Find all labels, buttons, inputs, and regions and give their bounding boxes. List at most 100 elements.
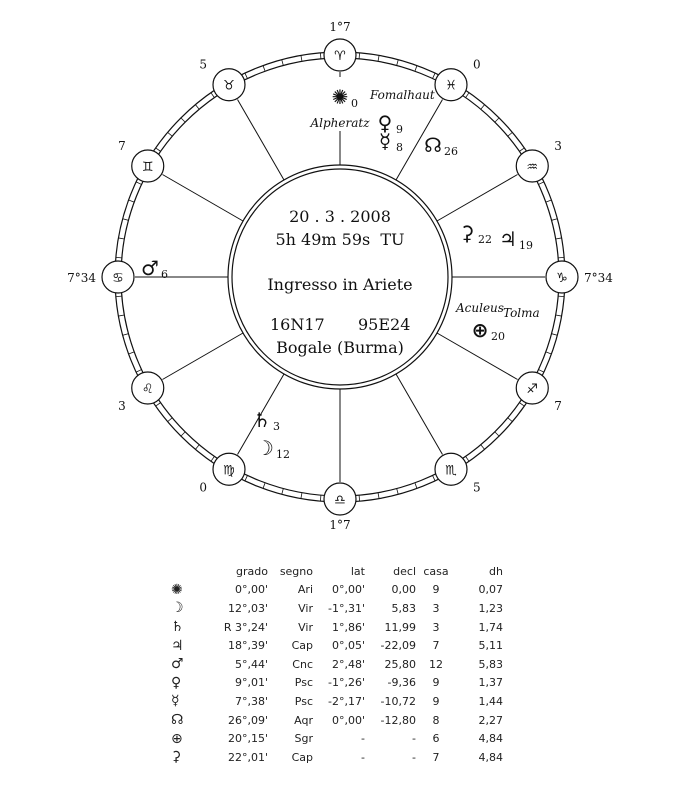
ring-tick xyxy=(281,488,284,495)
table-header-row: grado segno lat decl casa dh xyxy=(165,562,503,581)
ring-tick xyxy=(465,456,470,462)
ring-tick xyxy=(300,55,303,62)
ring-tick xyxy=(128,199,135,203)
ring-tick xyxy=(519,402,525,407)
star-alpheratz: Alpheratz xyxy=(309,116,370,130)
chart-event: Ingresso in Ariete xyxy=(267,275,412,294)
lat-cell: -1°,31' xyxy=(328,601,365,615)
jupiter-degree: 19 xyxy=(519,239,533,252)
ring-tick xyxy=(319,52,322,59)
ring-tick xyxy=(507,417,513,422)
lat-cell: 1°,86' xyxy=(331,620,365,634)
ring-tick xyxy=(135,181,142,185)
cusp-label: 3 xyxy=(118,399,126,413)
sign-aquarius: ♒3 xyxy=(515,139,562,183)
house-spoke xyxy=(395,373,443,455)
grado-cell: 0°,00' xyxy=(234,583,268,597)
cusp-label: 0 xyxy=(473,58,481,72)
ring-tick xyxy=(135,369,142,373)
cusp-label: 3 xyxy=(554,139,562,153)
decl-cell: -10,72 xyxy=(380,694,416,708)
leo-icon: ♌ xyxy=(142,382,154,397)
ring-tick xyxy=(507,132,513,137)
sign-virgo: ♍0 xyxy=(199,452,246,494)
segno-cell: Cap xyxy=(291,750,313,764)
ring-tick xyxy=(545,199,552,203)
decl-cell: 25,80 xyxy=(384,657,417,671)
ring-tick xyxy=(396,59,399,66)
chart-time: 5h 49m 59s TU xyxy=(275,230,404,249)
dh-cell: 5,11 xyxy=(478,639,504,653)
sign-circle xyxy=(434,68,468,102)
lat-cell: - xyxy=(361,750,365,764)
dh-cell: 2,27 xyxy=(478,713,504,727)
decl-cell: 11,99 xyxy=(384,620,417,634)
house-spoke xyxy=(162,174,244,222)
casa-cell: 3 xyxy=(432,620,440,634)
venus-degree: 9 xyxy=(396,123,403,136)
dh-cell: 5,83 xyxy=(478,657,504,671)
sign-capricorn: ♑7°34 xyxy=(545,260,613,294)
proserpina-degree: 22 xyxy=(478,233,492,246)
cusp-label: 5 xyxy=(199,58,207,72)
ring-tick xyxy=(545,351,552,355)
lat-cell: - xyxy=(361,732,365,746)
ring-tick xyxy=(167,417,173,422)
grado-cell: 7°,38' xyxy=(234,694,268,708)
ring-tick xyxy=(128,351,135,355)
aquarius-icon: ♒ xyxy=(526,160,538,175)
dh-cell: 1,37 xyxy=(478,676,504,690)
dh-cell: 4,84 xyxy=(478,732,504,746)
venus-icon: ♀ xyxy=(378,111,393,135)
ring-tick xyxy=(377,55,380,62)
ring-tick xyxy=(122,333,129,336)
grado-cell: 5°,44' xyxy=(234,657,268,671)
segno-cell: Sgr xyxy=(294,732,314,746)
aries-icon: ♈ xyxy=(334,49,346,64)
sun-icon: ✺ xyxy=(332,85,349,109)
saturn-degree: 3 xyxy=(273,420,280,433)
mars-degree: 6 xyxy=(161,268,168,281)
cusp-label: 1°7 xyxy=(329,20,350,34)
ring-tick xyxy=(155,147,161,152)
sign-circle xyxy=(545,260,579,294)
header-segno: segno xyxy=(279,564,313,578)
dh-cell: 4,84 xyxy=(478,750,504,764)
mars-icon: ♂ xyxy=(171,656,184,673)
decl-cell: 0,00 xyxy=(391,583,417,597)
sign-circle xyxy=(131,371,165,405)
segno-cell: Cap xyxy=(291,639,313,653)
node-icon: ☊ xyxy=(171,712,184,729)
segno-cell: Psc xyxy=(294,676,313,690)
ring-tick xyxy=(465,92,470,98)
scorpio-icon: ♏ xyxy=(445,463,457,478)
mercury-degree: 8 xyxy=(396,141,403,154)
ring-tick xyxy=(244,72,248,79)
segno-cell: Vir xyxy=(298,620,313,634)
ring-tick xyxy=(432,475,436,482)
moon-icon: ☽ xyxy=(171,600,184,617)
chart-longitude: 95E24 xyxy=(358,315,410,334)
lat-cell: 0°,00' xyxy=(331,583,365,597)
capricorn-icon: ♑ xyxy=(556,271,568,286)
ring-tick xyxy=(538,181,545,185)
decl-cell: 5,83 xyxy=(391,601,417,615)
node-degree: 26 xyxy=(444,145,458,158)
casa-cell: 12 xyxy=(429,657,443,671)
ring-tick xyxy=(494,117,500,123)
ring-tick xyxy=(180,431,186,437)
grado-cell: 26°,09' xyxy=(227,713,268,727)
ring-tick xyxy=(115,295,122,298)
house-spoke xyxy=(436,332,518,380)
sign-circle xyxy=(515,149,549,183)
astrological-wheel: ♈1°7♓0♒3♑7°34♐7♏5♎1°7♍0♌3♋7°34♊7♉5 20 . … xyxy=(67,20,613,532)
ring-tick xyxy=(558,295,565,298)
sun-icon: ✺ xyxy=(171,581,183,598)
segno-cell: Aqr xyxy=(294,713,313,727)
ring-tick xyxy=(551,333,558,336)
sign-circle xyxy=(434,452,468,486)
